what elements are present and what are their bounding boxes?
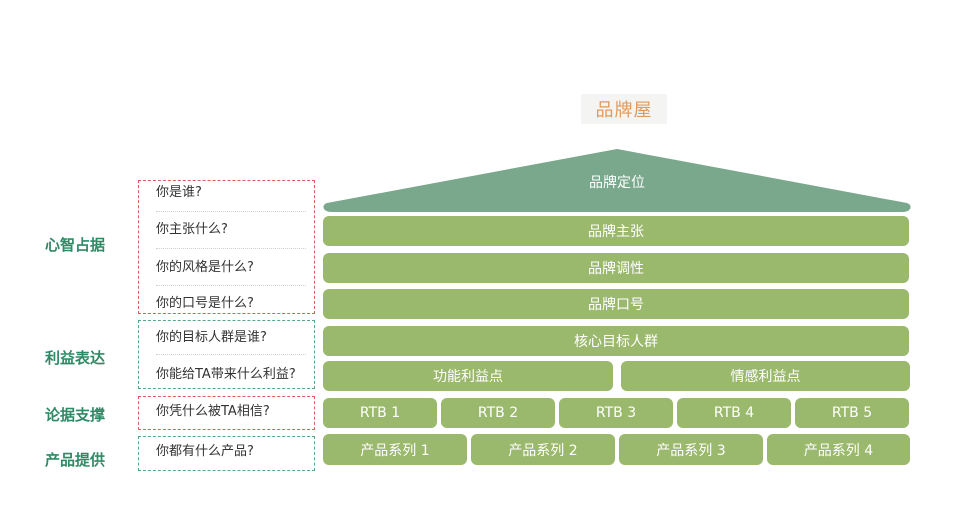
bar-product-series-3: 产品系列 3 (619, 434, 763, 465)
bar-rtb-3-label: RTB 3 (595, 405, 637, 421)
roof-label-brand-positioning: 品牌定位 (589, 175, 645, 191)
bar-brand-slogan-label: 品牌口号 (588, 297, 644, 313)
bar-target-group: 核心目标人群 (323, 326, 909, 356)
category-benefit-expression: 利益表达 (44, 349, 105, 367)
roof-shape (323, 149, 911, 212)
bar-rtb-4-label: RTB 4 (713, 405, 755, 421)
bar-rtb-2-label: RTB 2 (477, 405, 519, 421)
bar-rtb-2: RTB 2 (441, 398, 555, 428)
bar-emotional-benefit-label: 情感利益点 (730, 369, 801, 385)
question-style: 你的风格是什么? (156, 260, 254, 275)
category-product-offering: 产品提供 (44, 451, 105, 469)
bar-brand-tone: 品牌调性 (323, 253, 909, 283)
bar-product-series-2: 产品系列 2 (471, 434, 615, 465)
bar-emotional-benefit: 情感利益点 (621, 361, 910, 391)
separator (156, 354, 306, 355)
question-slogan: 你的口号是什么? (156, 296, 254, 311)
bar-brand-tone-label: 品牌调性 (588, 261, 644, 277)
bar-brand-claim: 品牌主张 (323, 216, 909, 246)
bar-product-series-4-label: 产品系列 4 (803, 442, 874, 459)
bar-product-series-1: 产品系列 1 (323, 434, 467, 465)
separator (156, 285, 306, 286)
bar-brand-claim-label: 品牌主张 (588, 224, 644, 240)
question-box-support (138, 396, 315, 430)
question-benefit: 你能给TA带来什么利益? (156, 367, 296, 382)
question-box-product (138, 436, 315, 471)
question-claim: 你主张什么? (156, 222, 228, 237)
bar-rtb-5: RTB 5 (795, 398, 909, 428)
bar-target-group-label: 核心目标人群 (574, 334, 658, 350)
bar-functional-benefit: 功能利益点 (323, 361, 613, 391)
bar-rtb-1-label: RTB 1 (359, 405, 401, 421)
diagram-title: 品牌屋 (581, 94, 667, 124)
bar-product-series-3-label: 产品系列 3 (656, 442, 726, 459)
question-box-mind (138, 180, 315, 314)
separator (156, 211, 306, 212)
bar-rtb-4: RTB 4 (677, 398, 791, 428)
bar-product-series-2-label: 产品系列 2 (508, 442, 578, 459)
question-products: 你都有什么产品? (156, 444, 254, 459)
question-target: 你的目标人群是谁? (156, 330, 267, 345)
bar-rtb-5-label: RTB 5 (831, 405, 873, 421)
bar-functional-benefit-label: 功能利益点 (433, 369, 503, 385)
bar-brand-slogan: 品牌口号 (323, 289, 909, 319)
bar-rtb-3: RTB 3 (559, 398, 673, 428)
bar-rtb-1: RTB 1 (323, 398, 437, 428)
question-who: 你是谁? (156, 185, 202, 200)
question-trust: 你凭什么被TA相信? (156, 404, 270, 419)
separator (156, 248, 306, 249)
bar-product-series-1-label: 产品系列 1 (360, 442, 430, 459)
category-mind-occupation: 心智占据 (44, 236, 105, 254)
category-argument-support: 论据支撑 (44, 406, 105, 424)
bar-product-series-4: 产品系列 4 (767, 434, 910, 465)
question-box-benefit (138, 320, 315, 389)
